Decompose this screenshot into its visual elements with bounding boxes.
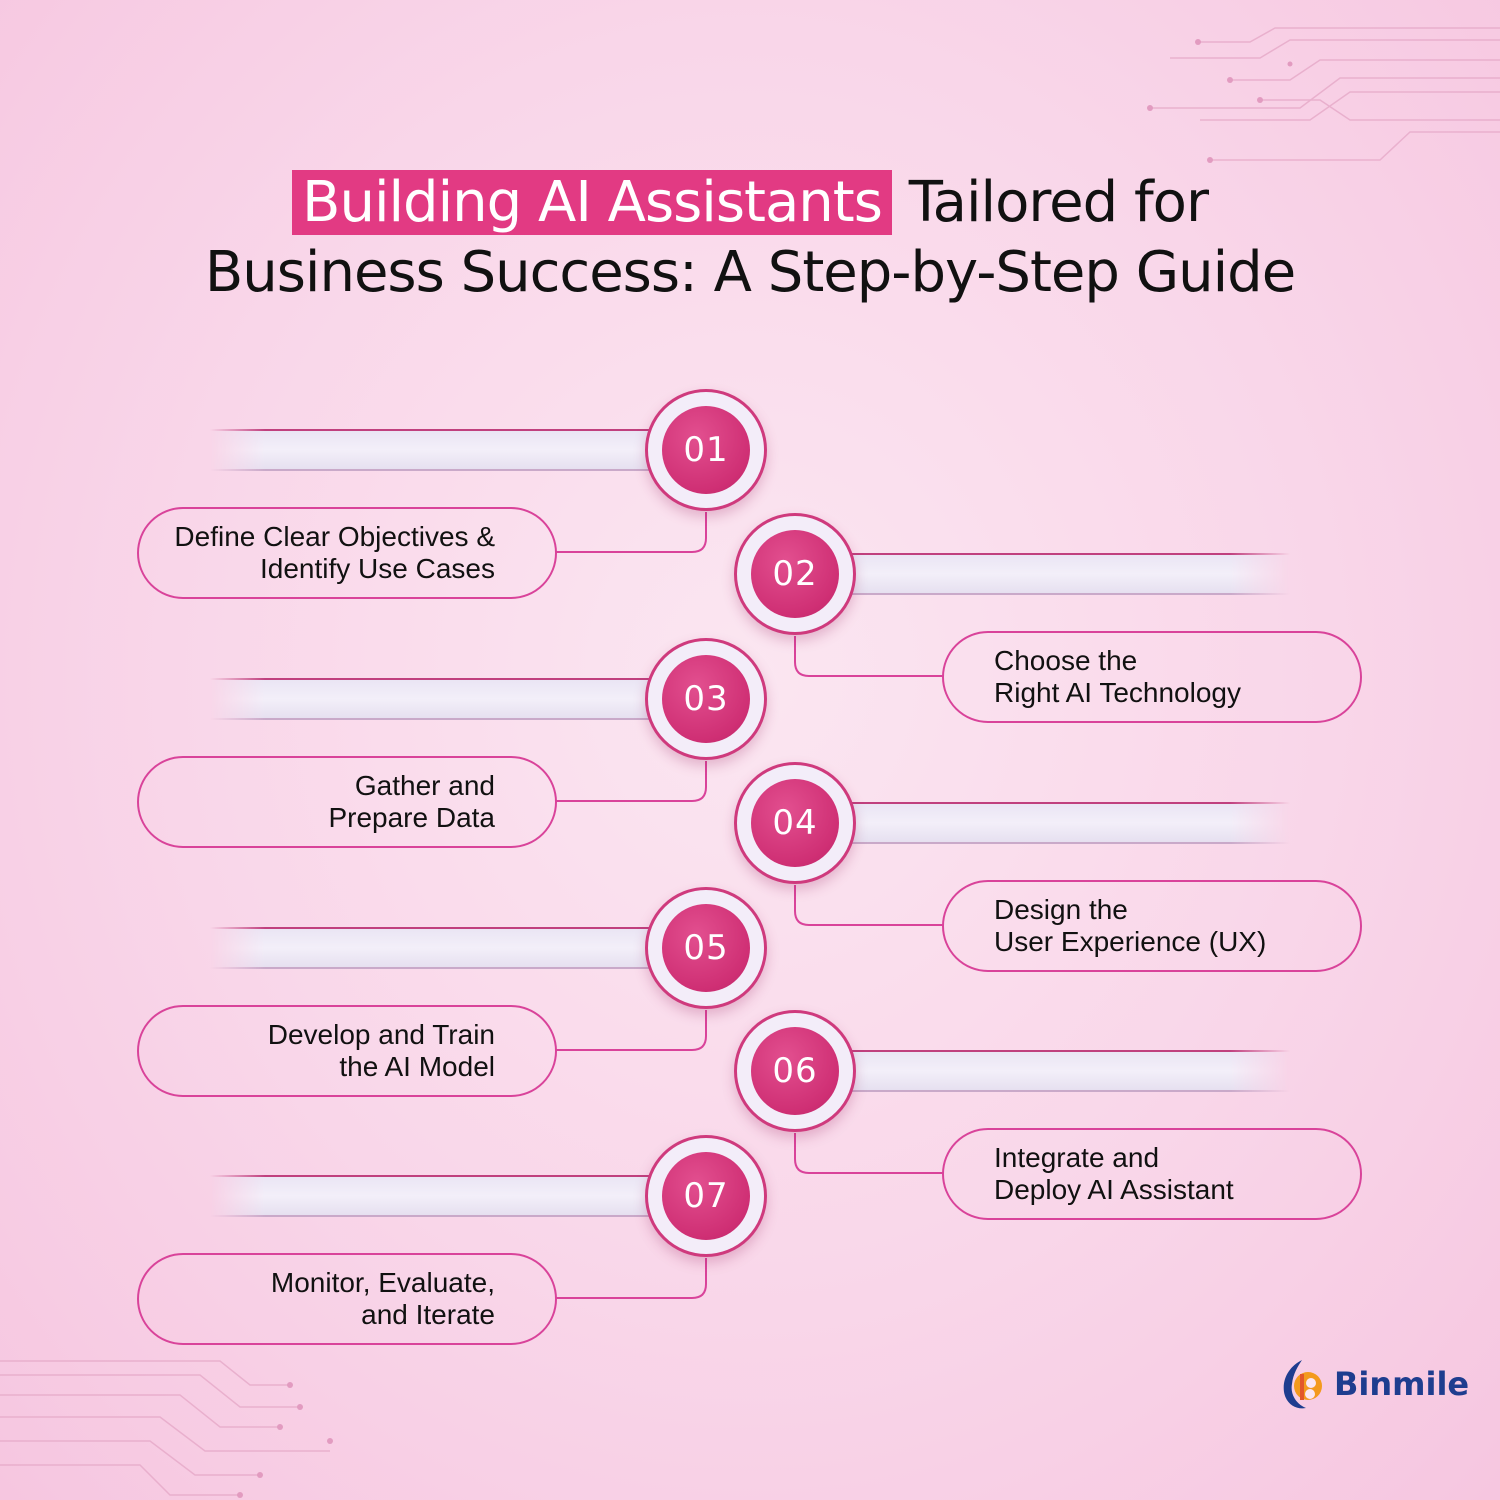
step-bar: [210, 1175, 670, 1217]
step-label-line-1: Define Clear Objectives &: [174, 521, 495, 552]
step-bar: [790, 553, 1290, 595]
step-label-line-2: Deploy AI Assistant: [994, 1174, 1234, 1205]
step-label-line-1: Monitor, Evaluate,: [270, 1267, 495, 1298]
step-bar: [210, 429, 670, 471]
title-line-1: Building AI Assistants Tailored for: [0, 168, 1500, 238]
step-label: Design the User Experience (UX): [942, 880, 1362, 972]
step-label: Choose the Right AI Technology: [942, 631, 1362, 723]
step-label: Develop and Train the AI Model: [137, 1005, 557, 1097]
step-label: Gather and Prepare Data: [137, 756, 557, 848]
circuit-decoration-bottom: [0, 1360, 333, 1498]
step-label-line-2: and Iterate: [361, 1299, 495, 1330]
step-number: 07: [662, 1152, 750, 1240]
step-bar: [790, 1050, 1290, 1092]
step-label-line-1: Develop and Train: [267, 1019, 495, 1050]
step-label-line-1: Choose the: [994, 645, 1138, 676]
title-highlight: Building AI Assistants: [292, 170, 892, 235]
step-label-line-1: Gather and: [354, 770, 495, 801]
page-title: Building AI Assistants Tailored for Busi…: [0, 168, 1500, 308]
circuit-decoration-top: [1147, 27, 1500, 163]
step-number-badge: 05: [645, 887, 767, 1009]
step-label-line-2: the AI Model: [339, 1051, 495, 1082]
step-number-badge: 06: [734, 1010, 856, 1132]
title-line1-rest: Tailored for: [908, 170, 1209, 235]
step-number-badge: 01: [645, 389, 767, 511]
brand-name: Binmile: [1334, 1365, 1470, 1403]
step-bar: [210, 678, 670, 720]
step-label-line-2: User Experience (UX): [994, 926, 1267, 957]
binmile-logo-icon: [1283, 1360, 1322, 1409]
step-label: Define Clear Objectives & Identify Use C…: [137, 507, 557, 599]
step-number-badge: 02: [734, 513, 856, 635]
step-label: Monitor, Evaluate, and Iterate: [137, 1253, 557, 1345]
step-number: 01: [662, 406, 750, 494]
step-number-badge: 07: [645, 1135, 767, 1257]
step-bar: [210, 927, 670, 969]
step-label-line-2: Right AI Technology: [994, 677, 1241, 708]
step-number-badge: 03: [645, 638, 767, 760]
title-line-2: Business Success: A Step-by-Step Guide: [204, 240, 1296, 305]
step-number: 06: [751, 1027, 839, 1115]
step-bar: [790, 802, 1290, 844]
step-number: 03: [662, 655, 750, 743]
brand-logo: Binmile: [1280, 1356, 1469, 1412]
step-label-line-1: Integrate and: [994, 1142, 1160, 1173]
step-label-line-2: Prepare Data: [328, 802, 495, 833]
step-label-line-1: Design the: [994, 894, 1128, 925]
step-label: Integrate and Deploy AI Assistant: [942, 1128, 1362, 1220]
step-label-line-2: Identify Use Cases: [260, 553, 495, 584]
step-number: 02: [751, 530, 839, 618]
step-number-badge: 04: [734, 762, 856, 884]
step-number: 05: [662, 904, 750, 992]
step-number: 04: [751, 779, 839, 867]
